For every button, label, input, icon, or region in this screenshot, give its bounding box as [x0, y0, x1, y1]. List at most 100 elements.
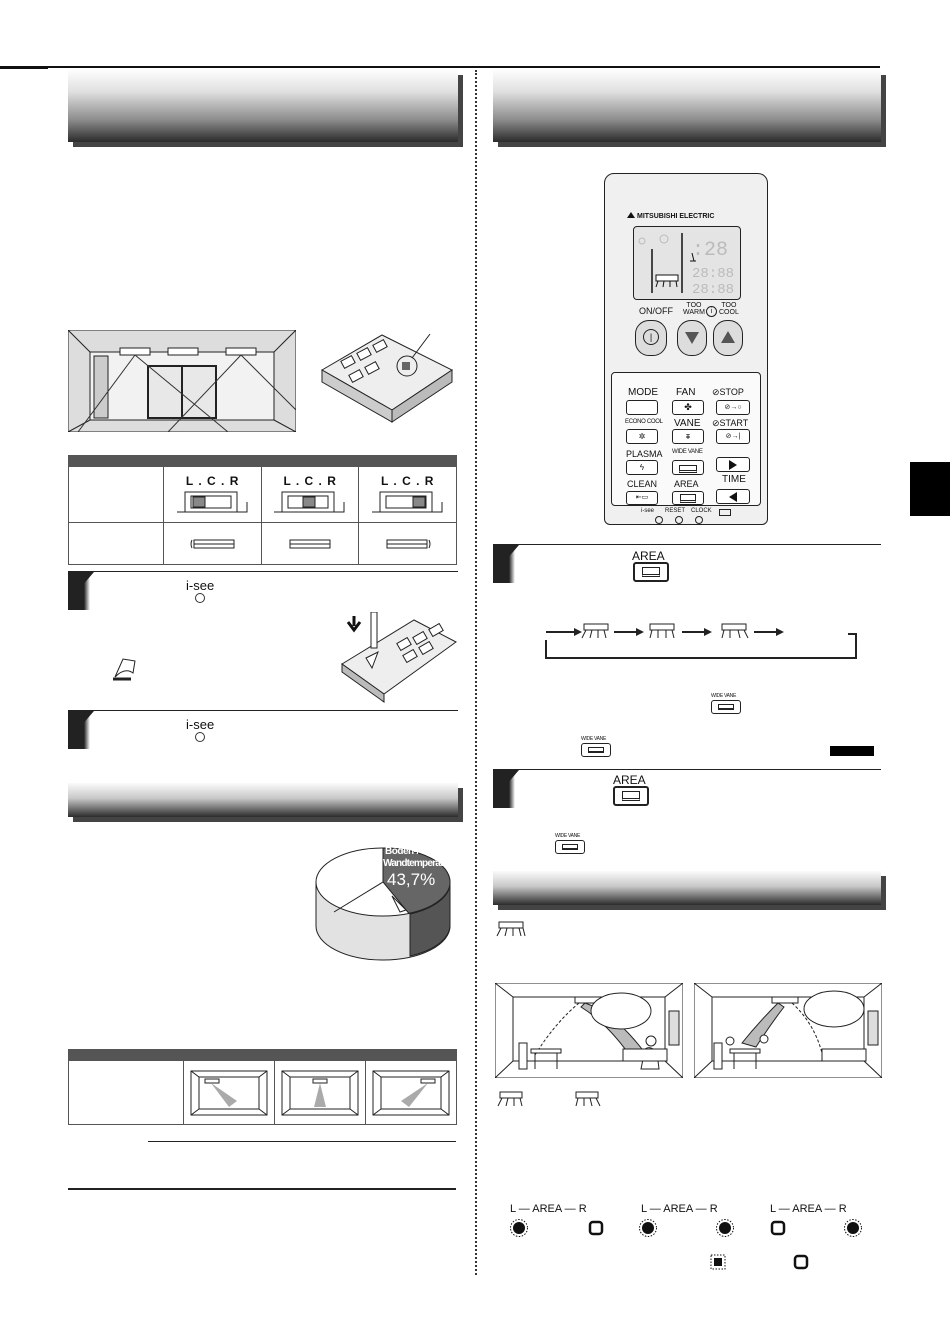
- temp-up-button[interactable]: [713, 320, 743, 356]
- left-section-bar-2: [68, 783, 458, 817]
- area-icon: [642, 567, 660, 577]
- econo-cool-button[interactable]: ✲: [626, 429, 658, 444]
- pie-label-line1: Boden-/: [385, 846, 419, 857]
- lamp-group-1: L — AREA — R: [510, 1203, 610, 1215]
- unit-right-icon: [721, 623, 749, 639]
- lamp-area-label: AREA: [532, 1203, 562, 1215]
- on-off-label: ON/OFF: [639, 306, 673, 316]
- lcr-switch-left: L . C . R: [163, 466, 262, 523]
- remote-control: MITSUBISHI ELECTRIC :28 28:88 28:88 ON/O…: [604, 173, 768, 525]
- lamp-lit-icon: [715, 1218, 735, 1238]
- plasma-icon: ϟ: [639, 463, 645, 472]
- time-label: TIME: [722, 474, 746, 485]
- right-step-2-bar: [493, 769, 881, 808]
- lamp-r-label: R: [838, 1203, 847, 1215]
- vane-label: VANE: [674, 418, 701, 429]
- column-divider: [475, 70, 477, 1275]
- unit-auto-icon: [496, 920, 526, 940]
- svg-text:28:88: 28:88: [692, 282, 734, 298]
- reset-button[interactable]: [675, 516, 683, 524]
- time-up-button[interactable]: [716, 457, 750, 472]
- airflow-center-icon: [274, 1060, 367, 1125]
- unit-icon-right: [358, 522, 457, 565]
- unit-right-small-icon: [574, 1090, 602, 1110]
- area-button-icon-2: [613, 786, 649, 806]
- too-cool-label: TOO COOL: [719, 302, 739, 316]
- area-button[interactable]: [672, 491, 704, 505]
- fan-button[interactable]: ✤: [672, 400, 704, 415]
- lamp-area-label: AREA: [663, 1203, 693, 1215]
- clock-label: CLOCK: [691, 508, 712, 514]
- on-off-button[interactable]: |: [635, 320, 667, 356]
- stop-label-text: STOP: [719, 387, 744, 397]
- lamp-off-icon: [586, 1218, 606, 1238]
- time-down-button[interactable]: [716, 489, 750, 504]
- lcr-label: L . C . R: [185, 473, 240, 488]
- timer-on-icon: ⊘→|: [725, 433, 741, 440]
- area-icon: [680, 494, 696, 503]
- isee-led-icon: [195, 593, 205, 603]
- wide-vane-icon: [562, 844, 578, 850]
- airflow-direction-table: [67, 1049, 457, 1125]
- wide-vane-label-3: WIDE VANE: [555, 833, 580, 839]
- remote-detail-illustration: [312, 330, 458, 430]
- clock-button[interactable]: [695, 516, 703, 524]
- unit-row-label: [67, 522, 165, 565]
- mode-button[interactable]: [626, 400, 658, 415]
- start-label: ⊘START: [712, 418, 749, 428]
- isee-bottom-label: i-see: [641, 508, 655, 514]
- econo-cool-label: ECONO COOL: [625, 419, 663, 425]
- room-illustration: [68, 330, 296, 432]
- left-step-2-bar: [68, 710, 458, 749]
- play-left-icon: [729, 492, 737, 502]
- remote-brand: MITSUBISHI ELECTRIC: [637, 213, 715, 220]
- isee-label: i-see: [186, 717, 215, 732]
- stop-timer-button[interactable]: ⊘→○: [716, 400, 750, 415]
- wide-vane-button[interactable]: [672, 460, 704, 475]
- battery-icon: [719, 509, 731, 516]
- vane-button[interactable]: ⩨: [672, 429, 704, 444]
- fan-label: FAN: [676, 387, 696, 398]
- airflow-row-label: [67, 1060, 185, 1125]
- lamp-row-labels: L — AREA — R: [770, 1203, 847, 1215]
- unit-icon-center: [260, 522, 360, 565]
- clean-label: CLEAN: [627, 479, 658, 489]
- remote-logo: MITSUBISHI ELECTRIC: [627, 212, 714, 220]
- wide-vane-label-2: WIDE VANE: [581, 736, 606, 742]
- power-icon: |: [643, 329, 659, 345]
- lamp-l-label: L: [510, 1203, 516, 1215]
- chapter-tab: [910, 462, 950, 516]
- plasma-label: PLASMA: [626, 449, 663, 459]
- right-section-header: [493, 70, 881, 142]
- right-step-1-bar: [493, 544, 881, 583]
- lamp-r-label: R: [709, 1203, 718, 1215]
- lcr-switch-table: L . C . R L . C . R L . C . R: [67, 455, 457, 565]
- top-rule-left: [0, 66, 48, 69]
- temp-down-button[interactable]: [677, 320, 707, 356]
- unit-center-icon: [649, 623, 675, 639]
- area-label: AREA: [674, 479, 699, 489]
- too-warm-label: TOO WARM: [683, 302, 705, 316]
- clean-button[interactable]: ⇤▭: [626, 491, 658, 505]
- vane-icon: ⩨: [685, 432, 691, 441]
- lamp-off-square-icon: [791, 1252, 811, 1272]
- reset-label: RESET: [665, 508, 686, 514]
- stop-label: ⊘STOP: [712, 387, 744, 397]
- sensor-icon: [111, 655, 141, 681]
- pie-percent: 43,7%: [387, 870, 436, 889]
- lcr-label: L . C . R: [380, 473, 435, 488]
- room-scene-right: [694, 983, 882, 1078]
- lcr-label: L . C . R: [283, 473, 337, 488]
- plasma-button[interactable]: ϟ: [626, 460, 658, 475]
- lamp-lit-icon: [509, 1218, 529, 1238]
- start-timer-button[interactable]: ⊘→|: [716, 429, 750, 444]
- isee-button[interactable]: [655, 516, 663, 524]
- right-section-bar: [493, 871, 881, 905]
- unit-icon-left: [163, 522, 262, 565]
- left-step-1-bar: [68, 571, 458, 610]
- lamp-blink-square-icon: [708, 1252, 728, 1272]
- lcr-row-label: [67, 466, 165, 523]
- lamp-lit-icon: [843, 1218, 863, 1238]
- left-section-header: [68, 70, 458, 142]
- start-label-text: START: [719, 418, 749, 428]
